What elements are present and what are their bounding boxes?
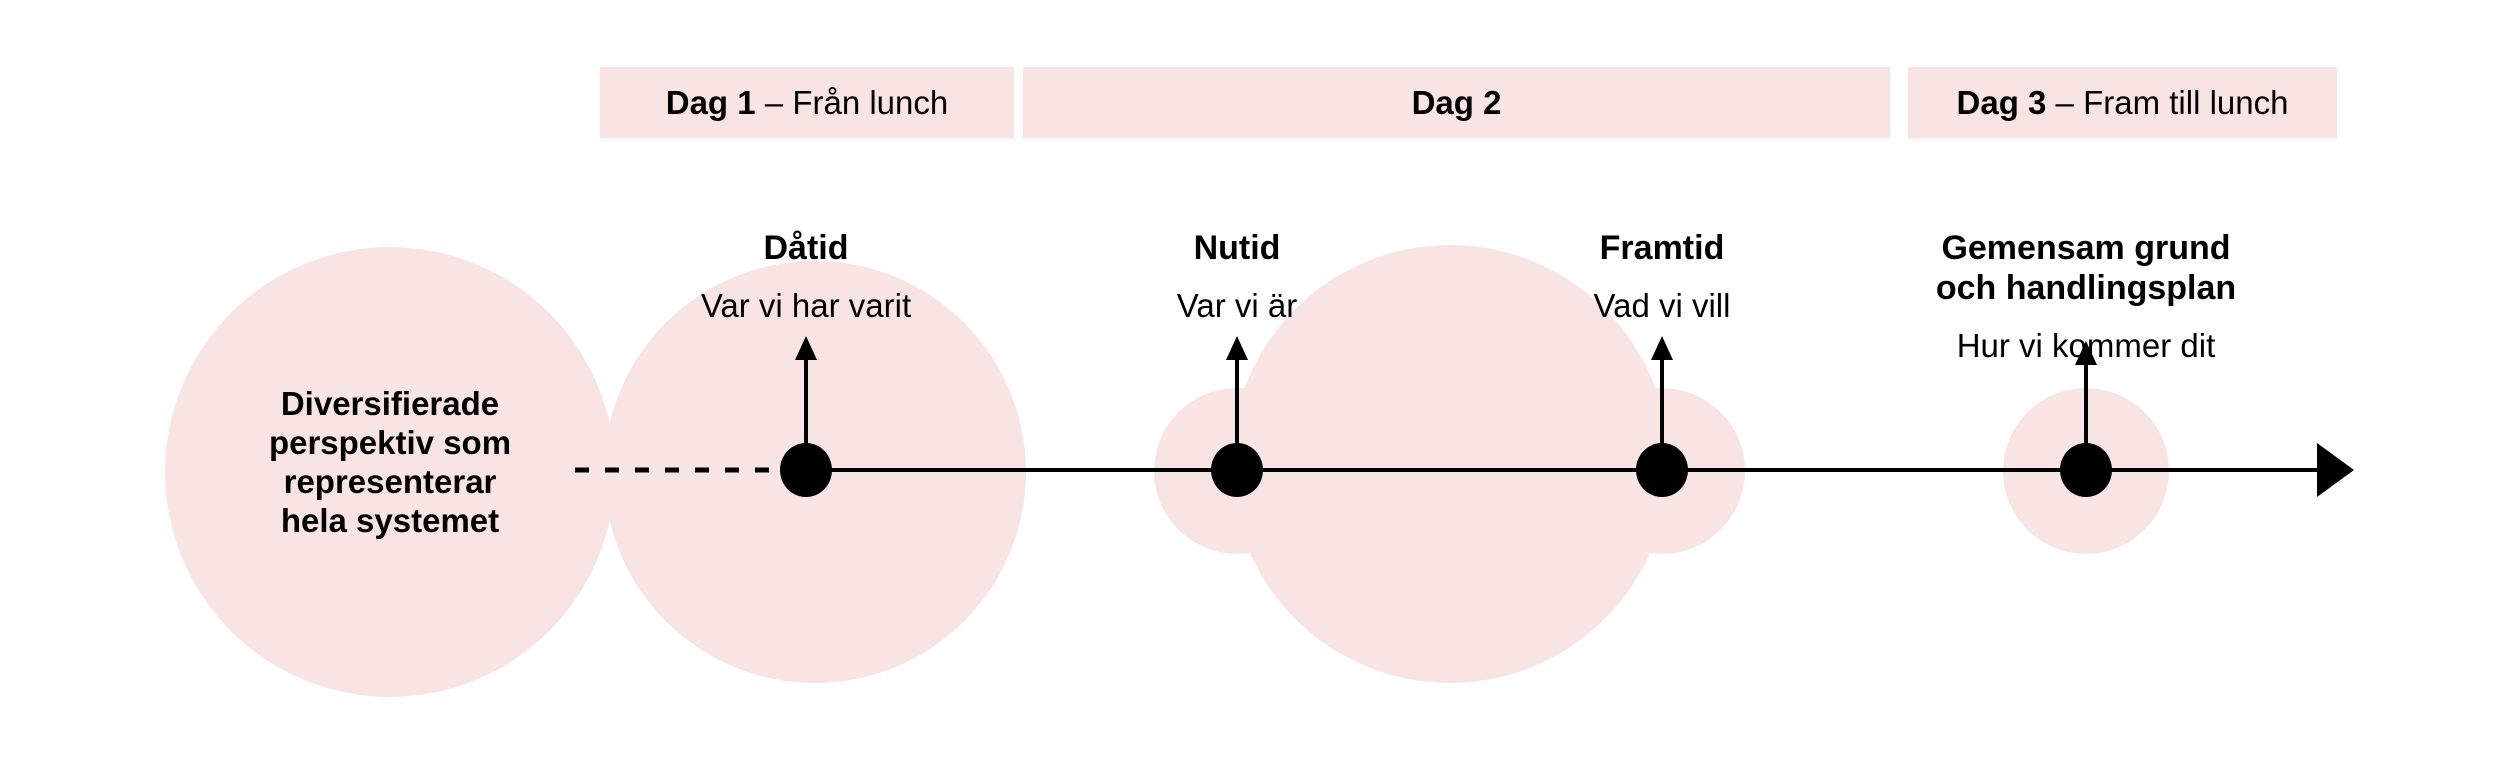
header-bar-dag1: Dag 1 – Från lunch [600, 67, 1014, 138]
header-bar-dag3-bold: Dag 3 [1956, 83, 2047, 121]
header-bar-dag2-bold: Dag 2 [1411, 83, 1502, 121]
header-bar-dag3-rest: – Fram till lunch [2046, 83, 2289, 121]
milestone-title: Nutid [1193, 229, 1281, 267]
milestone-subtitle: Vad vi vill [1593, 287, 1731, 324]
milestone-subtitle: Var vi har varit [700, 287, 912, 324]
header-bar-dag1-bold: Dag 1 [665, 83, 756, 121]
circle-diverse-perspectives [165, 247, 615, 697]
milestone-dot-framtid [1636, 443, 1688, 497]
up-arrowhead-icon [2075, 341, 2097, 365]
header-bar-dag2: Dag 2 [1023, 67, 1890, 138]
milestone-label-datid: Dåtid Var vi har varit [701, 210, 911, 344]
milestone-subtitle: Var vi är [1176, 287, 1298, 324]
up-arrowhead-icon [795, 336, 817, 360]
header-bar-dag1-rest: – Från lunch [755, 83, 949, 121]
up-arrowhead-icon [1226, 336, 1248, 360]
milestone-title: Gemensam grund och handlingsplan [1935, 229, 2237, 307]
diverse-perspectives-label: Diversifierade perspektiv som represente… [268, 385, 512, 539]
milestone-dot-gemensam-grund [2060, 443, 2112, 497]
milestone-dot-nutid [1211, 443, 1263, 497]
milestone-dot-datid [780, 443, 832, 497]
header-bar-dag3: Dag 3 – Fram till lunch [1908, 67, 2337, 138]
milestone-title: Dåtid [763, 229, 849, 267]
milestone-title: Framtid [1599, 229, 1725, 267]
timeline-arrowhead-icon [2317, 443, 2354, 497]
milestone-label-nutid: Nutid Var vi är [1177, 210, 1297, 344]
up-arrowhead-icon [1651, 336, 1673, 360]
milestone-label-framtid: Framtid Vad vi vill [1594, 210, 1731, 344]
milestone-label-gemensam-grund: Gemensam grund och handlingsplan Hur vi … [1936, 210, 2236, 384]
milestone-subtitle: Hur vi kommer dit [1956, 327, 2216, 364]
